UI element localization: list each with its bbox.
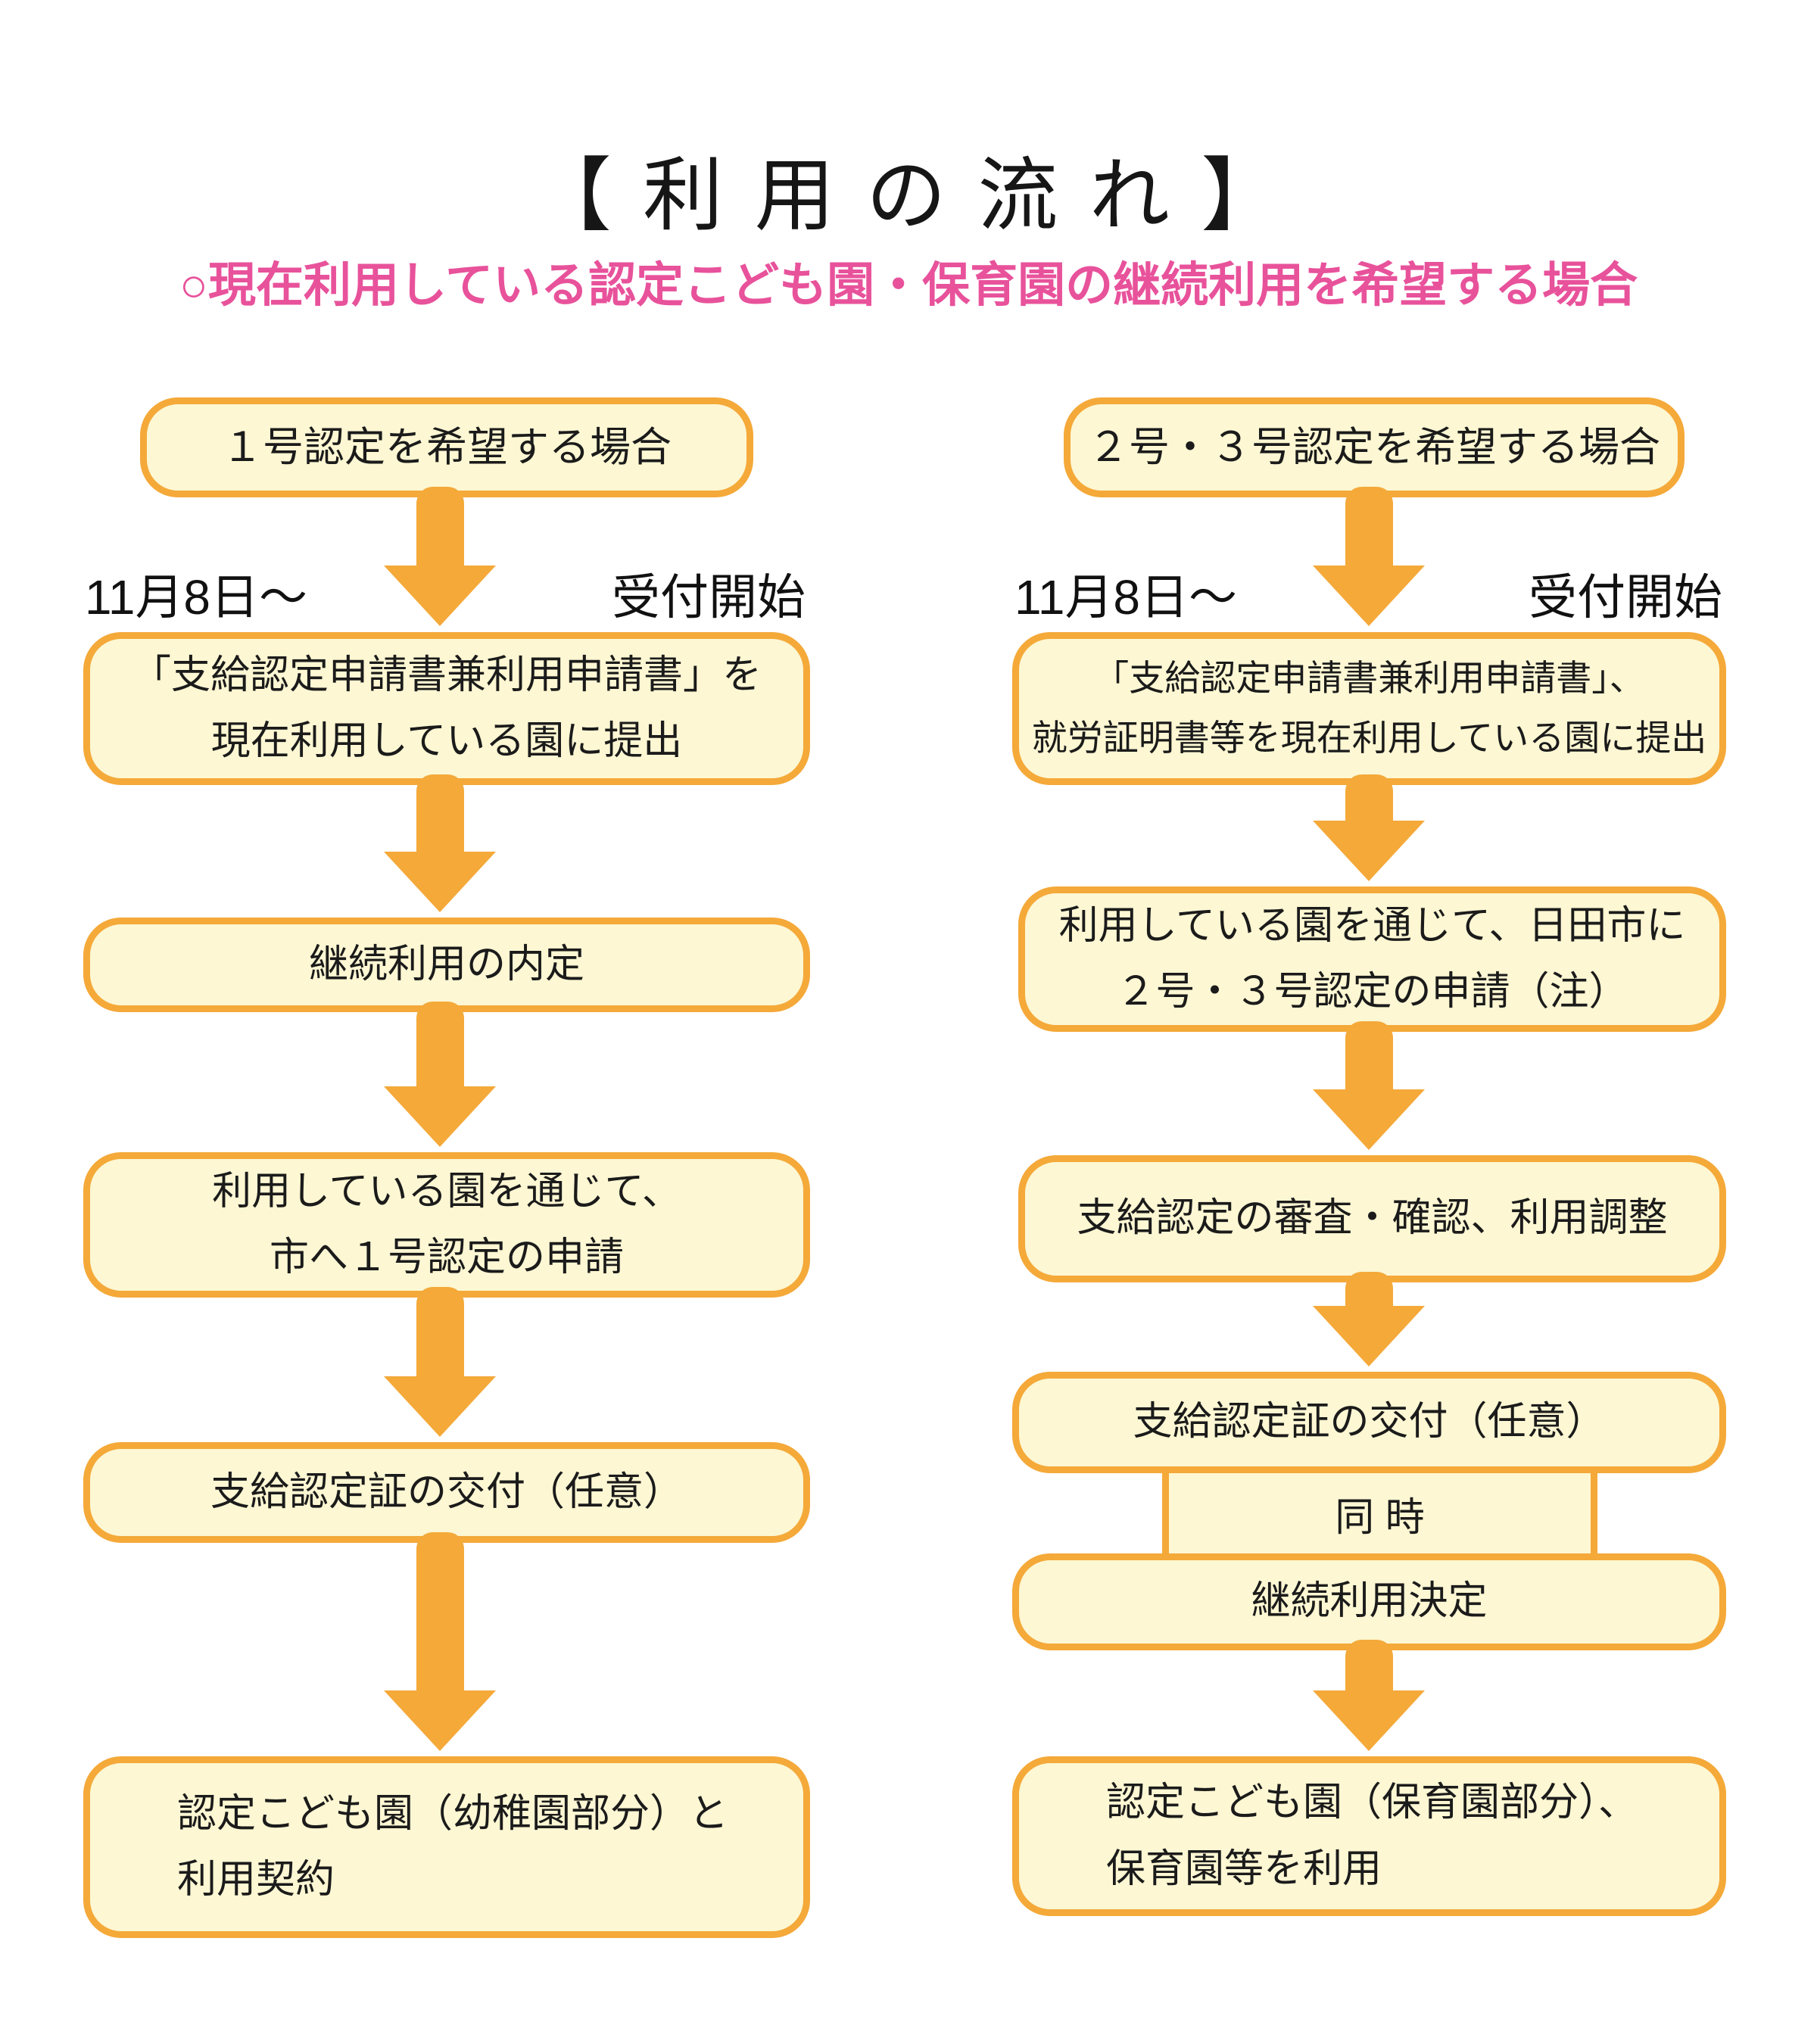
left-step3-box: 利用している園を通じて、 市へ１号認定の申請 [83, 1152, 810, 1298]
reception-date-label: 11月8日～ [1014, 570, 1238, 625]
reception-start-label: 受付開始 [1529, 570, 1722, 625]
left-step1-box: 「支給認定申請書兼利用申請書」を 現在利用している園に提出 [83, 632, 810, 785]
flow-step-text: 保育園等を利用 [1106, 1846, 1382, 1891]
down-arrow [1313, 1272, 1425, 1366]
flow-step-text: 現在利用している園に提出 [210, 719, 683, 763]
page-subtitle: ○現在利用している認定こども園・保育園の継続利用を希望する場合 [179, 259, 1638, 312]
down-arrow [384, 1002, 496, 1147]
flow-step-text: 利用している園を通じて、日田市に [1058, 903, 1686, 948]
left-reception-row: 11月8日～ 受付開始 [85, 570, 806, 628]
flow-step-text: ２号・３号認定を希望する場合 [1088, 424, 1660, 470]
page-title: 【 利 用 の 流 れ 】 [531, 151, 1286, 241]
flow-step-text: ２号・３号認定の申請（注） [1116, 970, 1628, 1014]
flow-step-text: 「支給認定申請書兼利用申請書」を [131, 653, 762, 697]
right-entry-box: ２号・３号認定を希望する場合 [1064, 397, 1685, 497]
flow-step-text: 支給認定の審査・確認、利用調整 [1077, 1196, 1668, 1241]
left-step4-box: 支給認定証の交付（任意） [83, 1442, 810, 1543]
reception-date-label: 11月8日～ [85, 570, 308, 625]
left-step5-box: 認定こども園（幼稚園部分）と 利用契約 [83, 1756, 810, 1938]
connector-label: 同 時 [1335, 1495, 1425, 1540]
flow-step-text: 認定こども園（幼稚園部分）と [177, 1791, 729, 1836]
flow-step-text: 市へ１号認定の申請 [269, 1235, 624, 1279]
left-entry-box: １号認定を希望する場合 [140, 397, 753, 497]
right-step3-box: 支給認定の審査・確認、利用調整 [1018, 1155, 1726, 1282]
down-arrow [1313, 1021, 1425, 1150]
down-arrow [384, 1532, 496, 1751]
flow-step-text: 利用契約 [177, 1858, 335, 1902]
down-arrow [1313, 1640, 1425, 1751]
down-arrow [1313, 774, 1425, 881]
flow-step-text: 支給認定証の交付（任意） [1133, 1400, 1606, 1444]
down-arrow [384, 1287, 496, 1437]
right-step4-box: 支給認定証の交付（任意） [1012, 1372, 1726, 1473]
right-step5-box: 継続利用決定 [1012, 1553, 1726, 1650]
flow-step-text: 認定こども園（保育園部分）、 [1106, 1781, 1638, 1825]
right-reception-row: 11月8日～ 受付開始 [1014, 570, 1722, 628]
flow-step-text: 就労証明書等を現在利用している園に提出 [1031, 718, 1707, 758]
right-step2-box: 利用している園を通じて、日田市に ２号・３号認定の申請（注） [1018, 886, 1726, 1032]
down-arrow [1313, 487, 1425, 626]
down-arrow [384, 774, 496, 912]
reception-start-label: 受付開始 [612, 570, 806, 625]
flow-step-text: 利用している園を通じて、 [212, 1169, 681, 1214]
flow-step-text: １号認定を希望する場合 [222, 424, 672, 470]
simultaneous-connector: 同 時 [1162, 1472, 1597, 1555]
down-arrow [384, 487, 496, 626]
flow-step-text: 継続利用の内定 [308, 942, 584, 986]
flow-step-text: 支給認定証の交付（任意） [210, 1469, 683, 1514]
flow-step-text: 継続利用決定 [1251, 1579, 1488, 1624]
right-step6-box: 認定こども園（保育園部分）、 保育園等を利用 [1012, 1756, 1726, 1916]
left-step2-box: 継続利用の内定 [83, 918, 810, 1012]
right-step1-box: 「支給認定申請書兼利用申請書」、 就労証明書等を現在利用している園に提出 [1012, 632, 1726, 785]
flow-step-text: 「支給認定申請書兼利用申請書」、 [1093, 658, 1645, 699]
